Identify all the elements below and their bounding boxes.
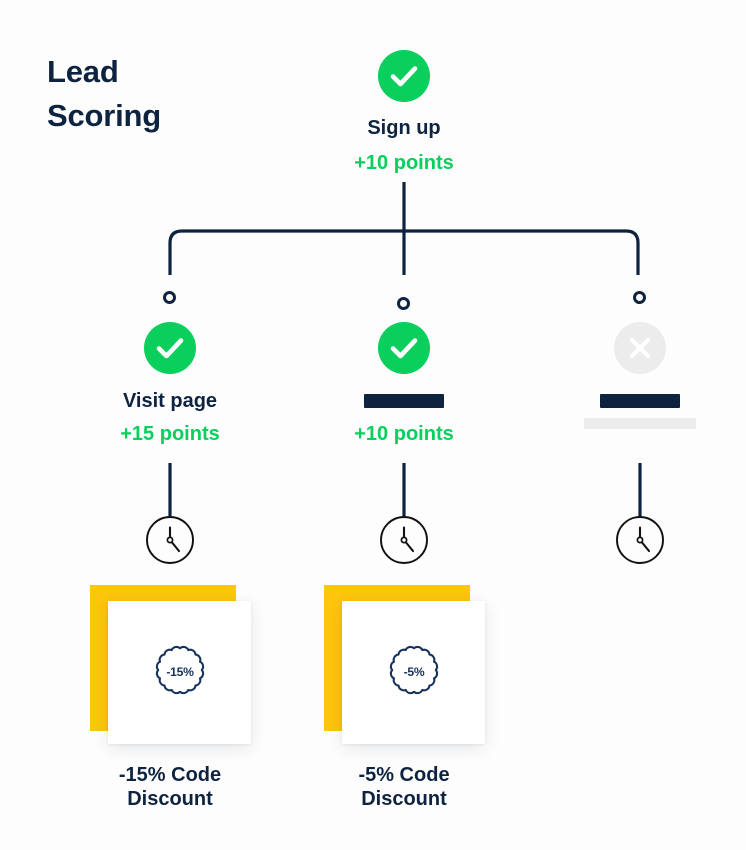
- root-node-points: +10 points: [354, 152, 454, 174]
- check-circle-icon-root: [378, 50, 430, 102]
- check-circle-icon-visit-page: [144, 322, 196, 374]
- clock-glyph: [380, 516, 428, 564]
- check-circle-icon-middle-branch: [378, 322, 430, 374]
- card-caption-middle-branch: -5% Code Discount: [304, 763, 504, 812]
- branch-label-redacted-right-branch: [600, 394, 680, 408]
- x-circle-icon-right-branch: [614, 322, 666, 374]
- x-mark-glyph: [629, 337, 651, 359]
- discount-badge-text-visit-page: -15%: [166, 665, 194, 679]
- branch-dot-icon-visit-page: [163, 291, 176, 304]
- clock-icon-visit-page: [145, 515, 195, 565]
- card-caption-line-1: -15% Code: [118, 764, 222, 786]
- clock-glyph: [146, 516, 194, 564]
- checkmark-glyph: [390, 66, 418, 87]
- card-caption-line-2: Discount: [361, 788, 447, 811]
- checkmark-glyph: [156, 338, 184, 359]
- branch-dot-icon-right-branch: [633, 291, 646, 304]
- card-caption-visit-page: -15% Code Discount: [70, 763, 270, 812]
- branch-label-redacted-middle-branch: [364, 394, 444, 408]
- page-title-line-2: Scoring: [47, 98, 162, 134]
- discount-card-middle-branch[interactable]: -5%: [342, 601, 485, 744]
- branch-dot-icon-middle-branch: [397, 297, 410, 310]
- page-title-line-1: Lead: [47, 54, 119, 89]
- clock-icon-middle-branch: [379, 515, 429, 565]
- discount-badge-icon-middle-branch: -5%: [387, 645, 441, 699]
- discount-badge-text-middle-branch: -5%: [404, 665, 425, 679]
- root-node-label: Sign up: [367, 117, 441, 139]
- clock-glyph: [616, 516, 664, 564]
- scalloped-badge-glyph: -5%: [389, 645, 439, 695]
- checkmark-glyph: [390, 338, 418, 359]
- page-title: Lead Scoring: [47, 50, 277, 138]
- card-caption-line-2: Discount: [127, 788, 213, 811]
- scalloped-badge-glyph: -15%: [155, 645, 205, 695]
- discount-card-visit-page[interactable]: -15%: [108, 601, 251, 744]
- branch-points-redacted-right-branch: [584, 418, 696, 429]
- discount-badge-icon-visit-page: -15%: [153, 645, 207, 699]
- card-caption-line-1: -5% Code: [358, 764, 450, 786]
- branch-points-visit-page: +15 points: [120, 423, 220, 445]
- branch-label-visit-page: Visit page: [122, 390, 218, 412]
- branch-points-middle-branch: +10 points: [354, 423, 454, 445]
- clock-icon-right-branch: [615, 515, 665, 565]
